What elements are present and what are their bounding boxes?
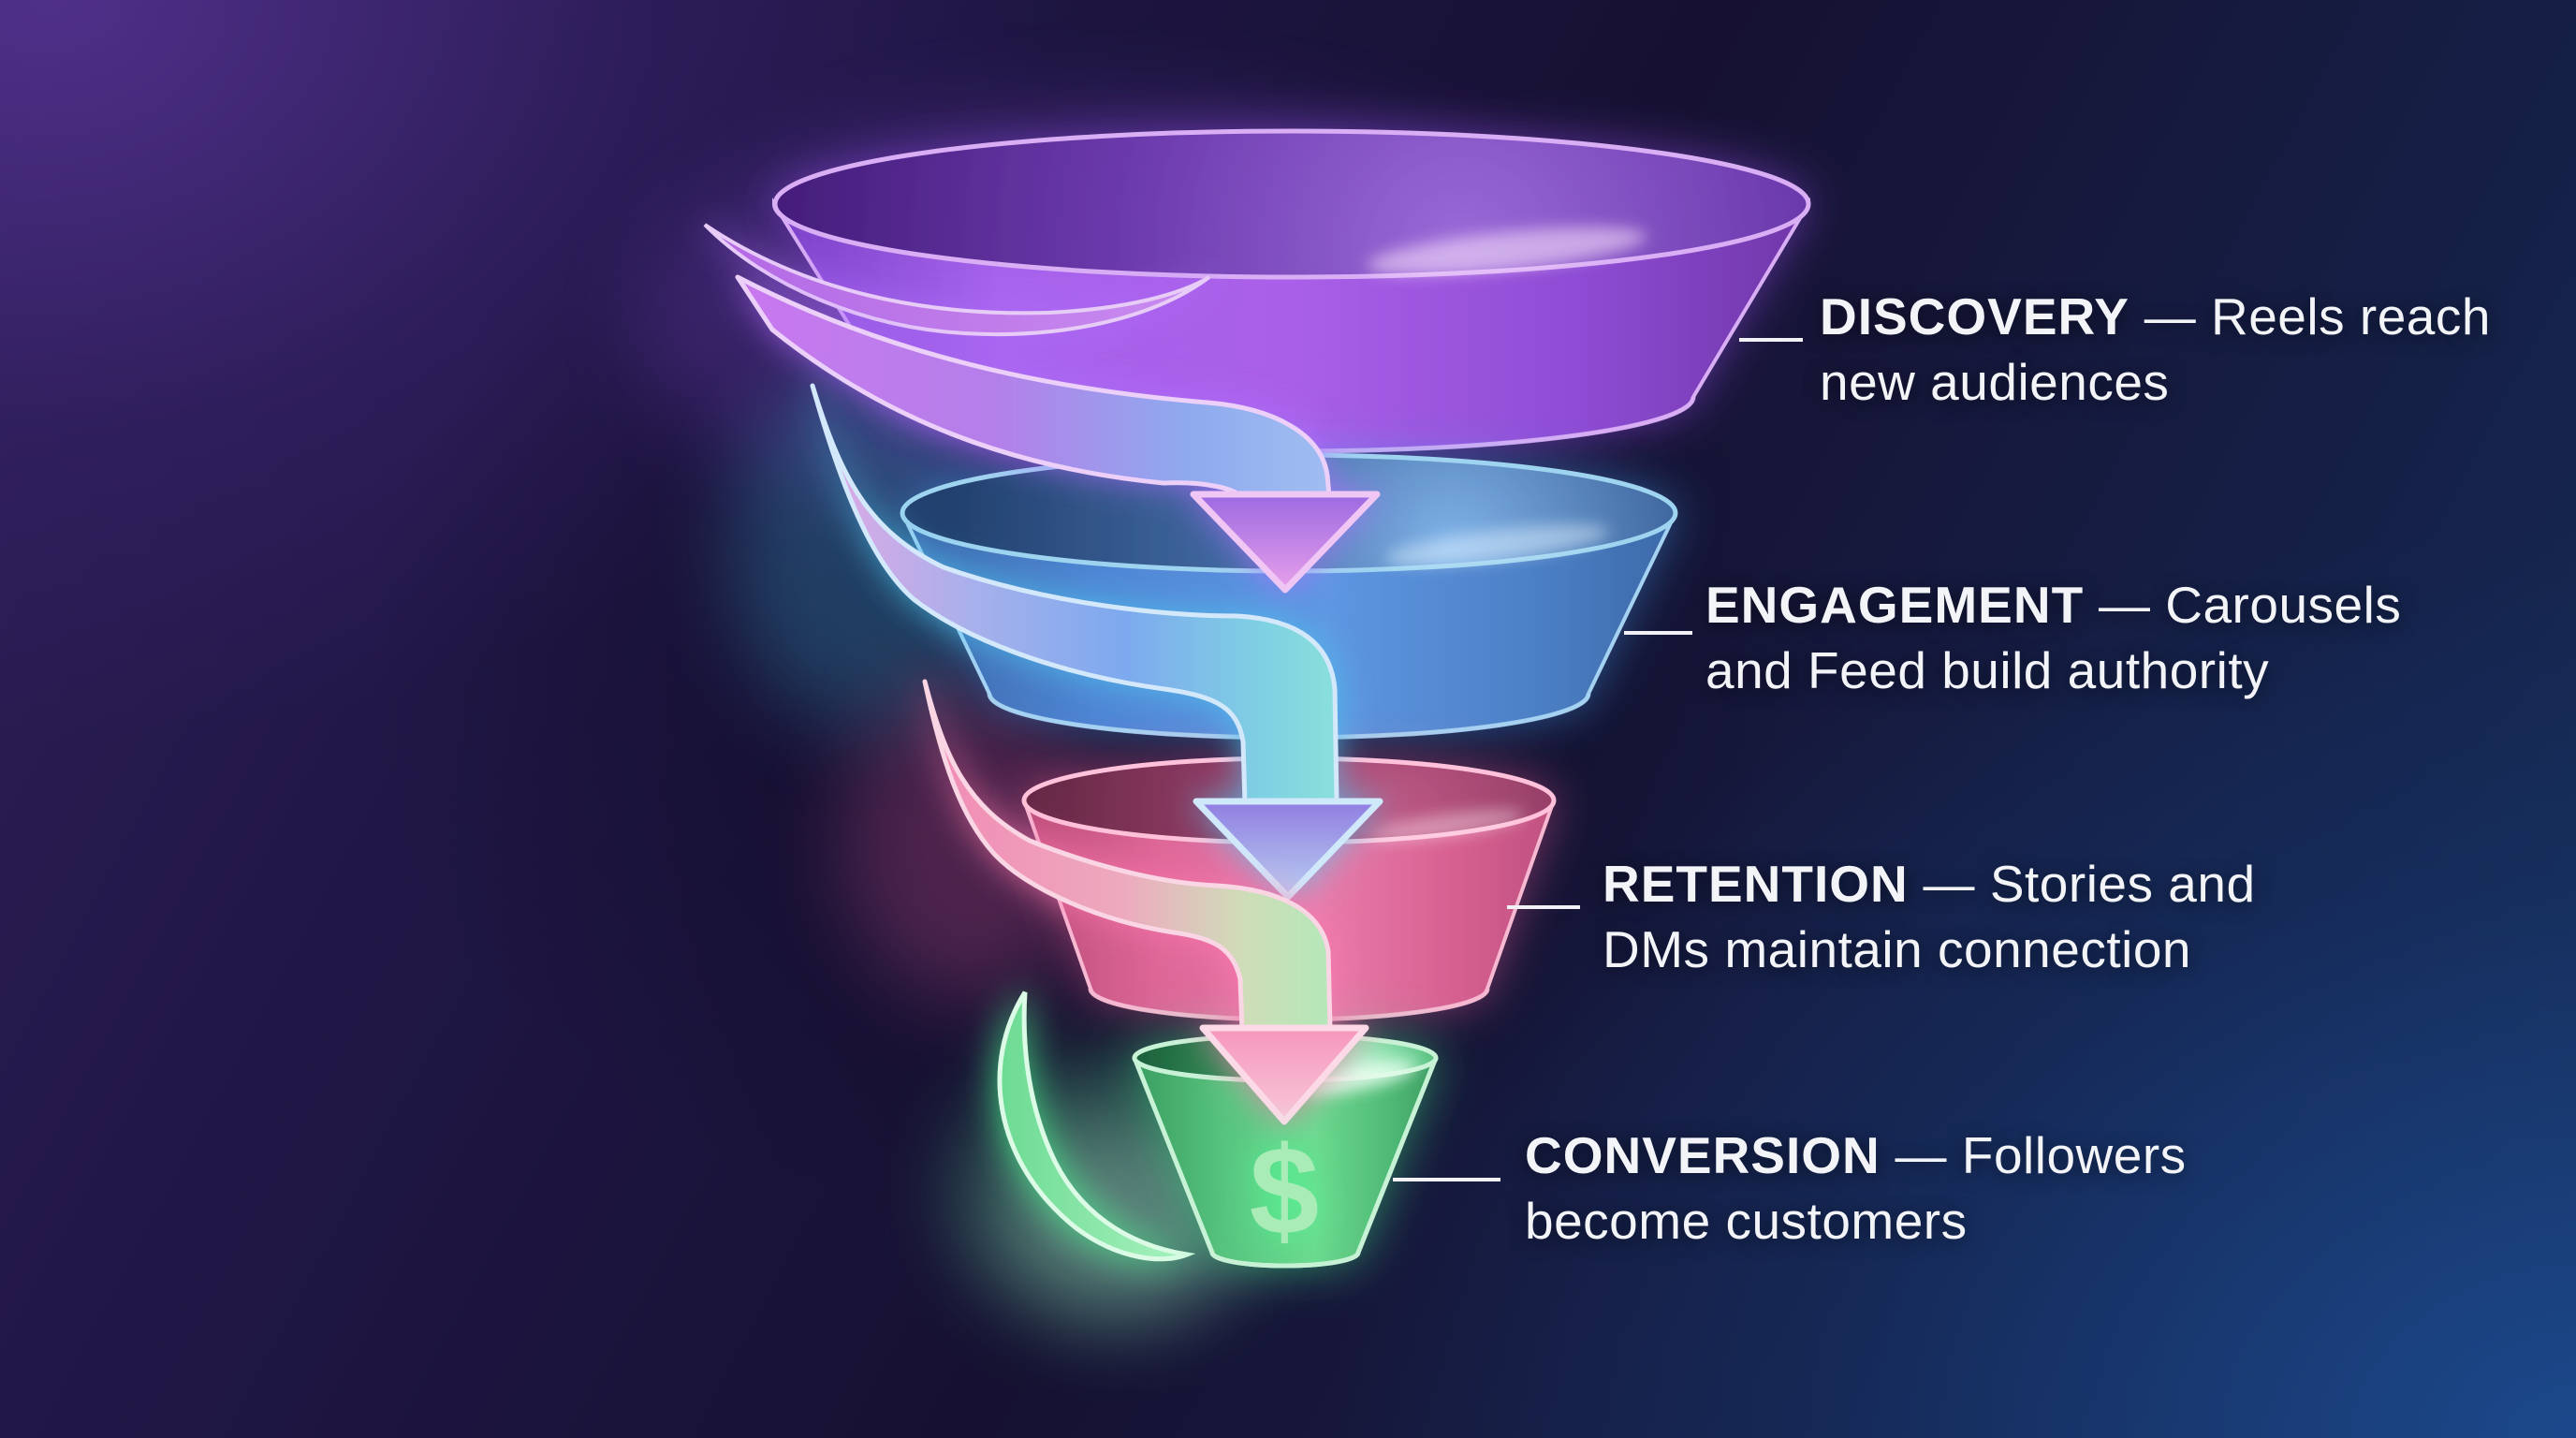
stage-desc-conversion-1: — Followers [1880, 1126, 2187, 1184]
arrowhead-3-down-icon [1199, 1024, 1369, 1125]
stage-desc-retention-1: — Stories and [1908, 855, 2256, 913]
arrow-ribbon-3 [922, 679, 1333, 1033]
engagement-glare [1385, 524, 1610, 565]
label-retention-line1: RETENTION — Stories and [1603, 851, 2256, 917]
stage-desc-conversion-2: become customers [1525, 1192, 1968, 1250]
arrowhead-1-down-icon [1190, 491, 1381, 594]
label-conversion-line1: CONVERSION — Followers [1525, 1123, 2187, 1188]
arrow-ribbon-2 [810, 383, 1339, 806]
retention-glare [1367, 810, 1526, 842]
stage-name-retention: RETENTION [1603, 855, 1909, 913]
stage-desc-engagement-1: — Carousels [2084, 576, 2402, 634]
arrowhead-2-down-icon [1193, 798, 1383, 901]
green-swoosh-arc [997, 990, 1196, 1262]
spiral-ribbon-upper-loop [703, 223, 1211, 337]
discovery-glare [1367, 227, 1647, 275]
label-discovery-line1: DISCOVERY — Reels reach [1820, 284, 2491, 349]
stage-desc-discovery-1: — Reels reach [2129, 287, 2491, 345]
arrow-ribbon-1 [735, 274, 1332, 499]
spiral-arrow-discovery-to-engagement [735, 274, 1381, 594]
label-discovery: DISCOVERY — Reels reach new audiences [1820, 284, 2491, 415]
connectors [1393, 338, 1803, 1181]
spiral-arrow-engagement-to-retention [810, 383, 1383, 901]
label-retention: RETENTION — Stories and DMs maintain con… [1603, 851, 2256, 982]
label-engagement: ENGAGEMENT — Carousels and Feed build au… [1705, 572, 2401, 703]
spiral-arrow-retention-to-conversion [922, 679, 1369, 1125]
label-conversion: CONVERSION — Followers become customers [1525, 1123, 2187, 1254]
discovery-top-opening [772, 128, 1811, 280]
pink-glow [842, 683, 1105, 1002]
stage-desc-engagement-2: and Feed build authority [1705, 641, 2270, 699]
stage-desc-discovery-2: new audiences [1820, 353, 2170, 411]
stage-name-discovery: DISCOVERY [1820, 287, 2130, 345]
label-engagement-line1: ENGAGEMENT — Carousels [1705, 572, 2401, 638]
conversion-bottom-rim [1209, 1252, 1361, 1269]
stage-name-engagement: ENGAGEMENT [1705, 576, 2085, 634]
cyan-glow [730, 374, 1011, 730]
stage-name-conversion: CONVERSION [1525, 1126, 1881, 1184]
funnel-stage-engagement-shape [900, 452, 1678, 741]
stage-desc-retention-2: DMs maintain connection [1603, 920, 2192, 978]
conversion-glare [1302, 1062, 1416, 1095]
dollar-icon: $ [1250, 1122, 1320, 1261]
